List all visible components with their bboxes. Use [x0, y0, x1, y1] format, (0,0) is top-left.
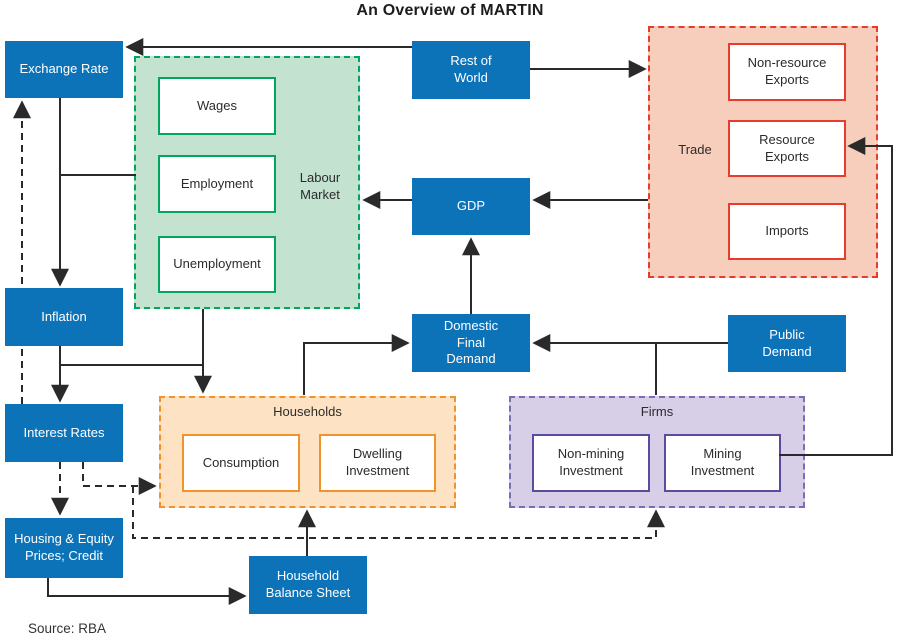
- node-household-balance-sheet: Household Balance Sheet: [249, 556, 367, 614]
- group-labour-market-label: Labour Market: [299, 170, 341, 202]
- imports-box: Imports: [728, 203, 846, 260]
- node-interest-rates: Interest Rates: [5, 404, 123, 462]
- unemployment-box: Unemployment: [158, 236, 276, 293]
- group-trade-label: Trade: [678, 142, 712, 157]
- resource-exports-label: Resource Exports: [759, 131, 815, 164]
- group-labour-market: Labour Market Wages Employment Unemploym…: [134, 56, 360, 309]
- source-note: Source: RBA: [28, 621, 107, 636]
- unemployment-label: Unemployment: [173, 256, 261, 272]
- node-exchange-rate: Exchange Rate: [5, 41, 123, 98]
- wages-box: Wages: [158, 77, 276, 135]
- arrow-households-to-domestic-final-demand: [303, 334, 410, 395]
- dashed-arrow-interest-rates-to-firms: [132, 486, 665, 539]
- group-households: Households Consumption Dwelling Investme…: [159, 396, 456, 508]
- non-mining-investment-box: Non-mining Investment: [532, 434, 650, 492]
- group-firms-label: Firms: [640, 404, 674, 419]
- dwelling-investment-label: Dwelling Investment: [345, 446, 410, 478]
- mining-investment-box: Mining Investment: [664, 434, 781, 492]
- inflation-label: Inflation: [41, 308, 87, 324]
- diagram-title: An Overview of MARTIN: [356, 2, 544, 19]
- employment-box: Employment: [158, 155, 276, 213]
- household-balance-sheet-label: Household Balance Sheet: [265, 568, 351, 600]
- exchange-rate-label: Exchange Rate: [19, 61, 109, 77]
- mining-investment-label: Mining Investment: [690, 446, 755, 478]
- wages-label: Wages: [197, 97, 237, 113]
- interest-rates-label: Interest Rates: [23, 424, 105, 440]
- housing-equity-prices-credit-label: Housing & Equity Prices; Credit: [14, 531, 114, 563]
- node-housing-equity-prices-credit: Housing & Equity Prices; Credit: [5, 518, 123, 578]
- node-domestic-final-demand: Domestic Final Demand: [412, 314, 530, 372]
- node-gdp: GDP: [412, 178, 530, 235]
- group-trade: Trade Non-resource Exports Resource Expo…: [648, 26, 878, 278]
- gdp-label: GDP: [456, 198, 486, 214]
- dashed-arrow-interest-rates-to-households: [82, 462, 157, 495]
- node-inflation: Inflation: [5, 288, 123, 346]
- group-firms: Firms Non-mining Investment Mining Inves…: [509, 396, 805, 508]
- consumption-box: Consumption: [182, 434, 300, 492]
- group-households-label: Households: [273, 404, 342, 419]
- arrow-mining-investment-to-resource-exports: [779, 137, 893, 456]
- non-resource-exports-label: Non-resource Exports: [747, 55, 827, 87]
- rest-of-world-label: Rest of World: [450, 53, 492, 85]
- non-mining-investment-label: Non-mining Investment: [557, 446, 625, 478]
- employment-label: Employment: [180, 175, 254, 191]
- node-rest-of-world: Rest of World: [412, 41, 530, 99]
- dwelling-investment-box: Dwelling Investment: [319, 434, 436, 492]
- consumption-label: Consumption: [202, 454, 280, 470]
- imports-label: Imports: [765, 223, 809, 239]
- non-resource-exports-box: Non-resource Exports: [728, 43, 846, 101]
- node-public-demand: Public Demand: [728, 315, 846, 372]
- resource-exports-box: Resource Exports: [728, 120, 846, 177]
- arrow-housing-equity-to-household-balance-sheet: [47, 578, 247, 605]
- public-demand-label: Public Demand: [762, 326, 812, 359]
- domestic-final-demand-label: Domestic Final Demand: [443, 317, 499, 367]
